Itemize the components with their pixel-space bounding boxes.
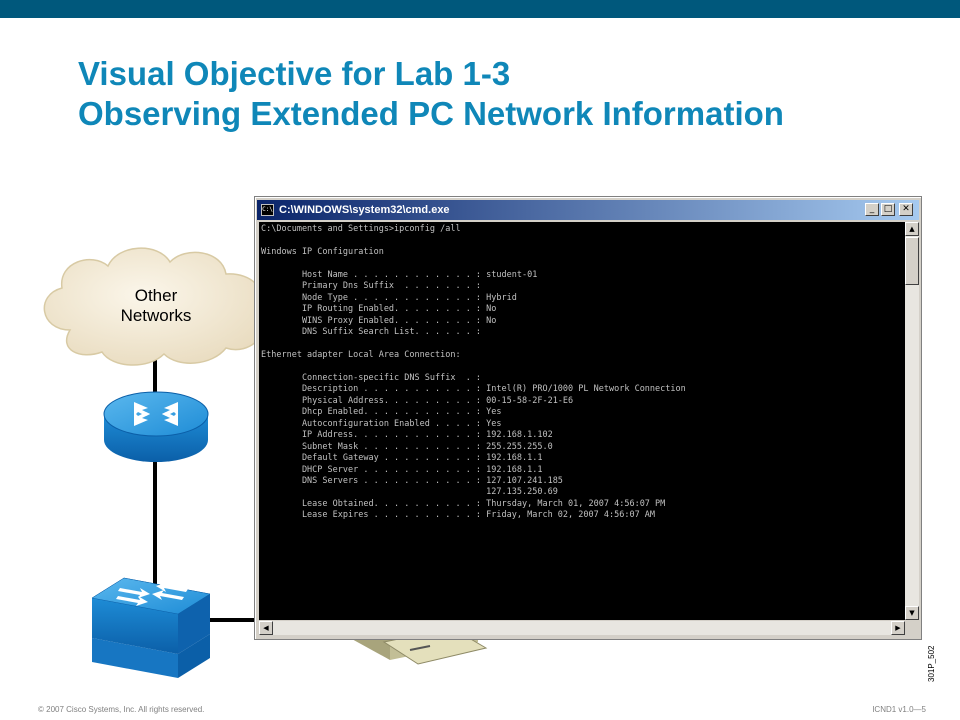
console-text: C:\Documents and Settings>ipconfig /all … bbox=[261, 224, 686, 522]
console-line: Dhcp Enabled. . . . . . . . . . . : Yes bbox=[261, 407, 502, 418]
console-line: 127.135.250.69 bbox=[261, 487, 558, 498]
switch-icon bbox=[91, 577, 211, 678]
console-line: Autoconfiguration Enabled . . . . : Yes bbox=[261, 418, 502, 429]
cloud-label-line-2: Networks bbox=[120, 306, 192, 325]
copyright-footer: © 2007 Cisco Systems, Inc. All rights re… bbox=[38, 705, 205, 714]
console-line: Description . . . . . . . . . . . : Inte… bbox=[261, 384, 686, 395]
console-line: Windows IP Configuration bbox=[261, 246, 384, 257]
cmd-titlebar[interactable]: C:\ C:\WINDOWS\system32\cmd.exe _ □ ✕ bbox=[257, 200, 919, 220]
console-line: Primary Dns Suffix . . . . . . . : bbox=[261, 281, 482, 292]
cmd-window[interactable]: C:\ C:\WINDOWS\system32\cmd.exe _ □ ✕ C:… bbox=[254, 196, 922, 640]
console-line: WINS Proxy Enabled. . . . . . . . : No bbox=[261, 315, 497, 326]
cloud-label-line-1: Other bbox=[134, 286, 178, 305]
console-line: DNS Servers . . . . . . . . . . . : 127.… bbox=[261, 475, 563, 486]
console-line bbox=[261, 339, 686, 350]
scroll-left-icon[interactable]: ◀ bbox=[259, 621, 273, 635]
cmd-system-icon[interactable]: C:\ bbox=[261, 204, 274, 216]
cloud-icon bbox=[43, 247, 264, 366]
scroll-up-icon[interactable]: ▲ bbox=[905, 222, 919, 236]
title-line-2: Observing Extended PC Network Informatio… bbox=[78, 95, 784, 132]
maximize-button[interactable]: □ bbox=[881, 203, 895, 216]
console-line bbox=[261, 258, 686, 269]
console-line bbox=[261, 361, 686, 372]
vertical-scrollbar[interactable]: ▲ ▼ bbox=[905, 222, 919, 620]
console-line: C:\Documents and Settings>ipconfig /all bbox=[261, 224, 461, 234]
slide-title: Visual Objective for Lab 1-3 Observing E… bbox=[78, 54, 784, 134]
router-icon bbox=[103, 391, 209, 462]
console-line: DHCP Server . . . . . . . . . . . : 192.… bbox=[261, 464, 543, 475]
page-number-footer: ICND1 v1.0—5 bbox=[872, 705, 926, 714]
figure-id-text: 301P_502 bbox=[927, 645, 936, 682]
console-line: DNS Suffix Search List. . . . . . : bbox=[261, 327, 482, 338]
scroll-down-icon[interactable]: ▼ bbox=[905, 606, 919, 620]
cmd-window-title: C:\WINDOWS\system32\cmd.exe bbox=[279, 204, 450, 216]
close-button[interactable]: ✕ bbox=[899, 203, 913, 216]
cloud-label: Other Networks bbox=[94, 286, 218, 326]
cmd-console-output[interactable]: C:\Documents and Settings>ipconfig /all … bbox=[259, 222, 905, 620]
console-line: Node Type . . . . . . . . . . . . : Hybr… bbox=[261, 292, 517, 303]
scroll-right-icon[interactable]: ▶ bbox=[891, 621, 905, 635]
console-line: Default Gateway . . . . . . . . . : 192.… bbox=[261, 453, 543, 464]
title-line-1: Visual Objective for Lab 1-3 bbox=[78, 55, 511, 92]
console-line: Ethernet adapter Local Area Connection: bbox=[261, 349, 461, 360]
vertical-scroll-thumb[interactable] bbox=[905, 237, 919, 285]
network-links bbox=[153, 350, 260, 622]
console-line bbox=[261, 235, 686, 246]
console-line: Subnet Mask . . . . . . . . . . . : 255.… bbox=[261, 441, 553, 452]
console-line: Physical Address. . . . . . . . . : 00-1… bbox=[261, 395, 574, 406]
top-banner bbox=[0, 0, 960, 18]
console-line: Host Name . . . . . . . . . . . . : stud… bbox=[261, 269, 538, 280]
console-line: Connection-specific DNS Suffix . : bbox=[261, 372, 482, 383]
console-line: Lease Obtained. . . . . . . . . . : Thur… bbox=[261, 498, 666, 509]
console-line: IP Routing Enabled. . . . . . . . : No bbox=[261, 304, 497, 315]
console-line: IP Address. . . . . . . . . . . . : 192.… bbox=[261, 430, 553, 441]
console-line: Lease Expires . . . . . . . . . . : Frid… bbox=[261, 510, 656, 521]
horizontal-scrollbar[interactable]: ◀ ▶ bbox=[259, 621, 905, 635]
minimize-button[interactable]: _ bbox=[865, 203, 879, 216]
figure-id: 301P_502 bbox=[927, 638, 941, 682]
